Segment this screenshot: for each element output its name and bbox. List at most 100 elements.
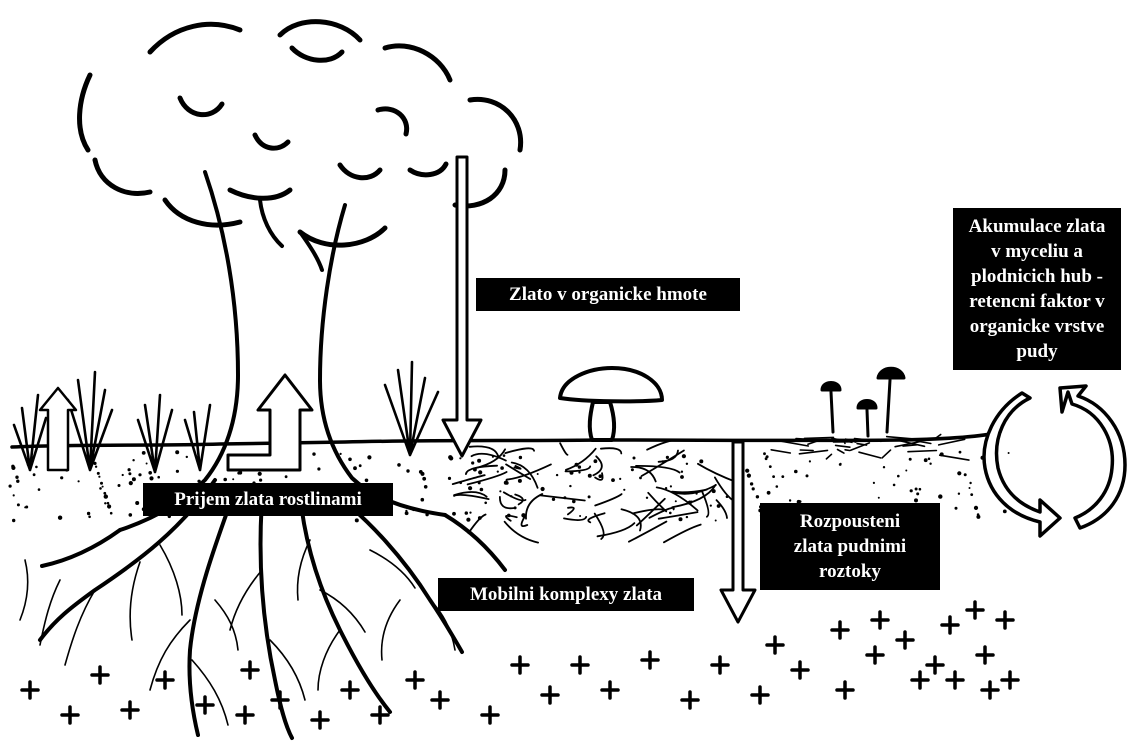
gold-particle-icon [642, 652, 658, 668]
soil-speck [878, 497, 880, 499]
soil-speck [149, 476, 153, 480]
gold-particle-icon [572, 657, 588, 673]
hypha [659, 512, 698, 519]
soil-speck [505, 481, 508, 484]
soil-speck [675, 500, 677, 502]
soil-speck [781, 475, 784, 478]
gold-particle-icon [942, 617, 958, 633]
gold-particle-icon [682, 692, 698, 708]
gold-particle-icon [977, 647, 993, 663]
tree-crown [80, 22, 521, 246]
soil-speck [24, 506, 26, 508]
soil-speck [929, 463, 931, 465]
hypha [564, 517, 586, 520]
label-dissolution-line-2: zlata pudnimi [770, 534, 930, 559]
hypha [844, 442, 845, 444]
label-plant-uptake: Prijem zlata rostlinami [143, 483, 393, 516]
soil-speck [92, 456, 94, 458]
hypha [664, 525, 701, 543]
soil-speck [348, 458, 352, 462]
hypha [500, 497, 514, 508]
soil-speck [13, 494, 15, 496]
soil-speck [745, 469, 749, 473]
gold-particle-icon [407, 672, 423, 688]
soil-speck [33, 473, 36, 476]
soil-speck [970, 493, 973, 496]
hypha [771, 450, 790, 453]
gold-particle-icon [927, 657, 943, 673]
soil-speck [873, 482, 875, 484]
hypha [845, 450, 850, 451]
soil-speck [477, 459, 481, 463]
soil-speck [588, 474, 592, 478]
gold-particle-icon [157, 672, 173, 688]
soil-speck [175, 450, 179, 454]
soil-speck [104, 502, 106, 504]
up-arrow-grass [40, 388, 76, 470]
hypha [836, 445, 850, 447]
soil-speck [465, 511, 468, 514]
gold-particle-icon [832, 622, 848, 638]
label-fungi-line-4: retencni faktor v [959, 289, 1115, 314]
soil-speck [715, 520, 717, 522]
soil-speck [893, 484, 896, 487]
soil-speck [27, 463, 30, 466]
soil-speck [666, 456, 669, 459]
soil-speck [459, 457, 461, 459]
soil-speck [681, 471, 683, 473]
soil-speck [421, 498, 425, 502]
soil-speck [317, 467, 320, 470]
gold-particle-icon [432, 692, 448, 708]
soil-speck [132, 459, 134, 461]
hypha [804, 437, 833, 438]
soil-speck [480, 488, 484, 492]
soil-speck [679, 517, 683, 521]
soil-speck [223, 478, 227, 482]
soil-speck [974, 506, 978, 510]
soil-speck [110, 512, 113, 515]
gold-particle-icon [752, 687, 768, 703]
soil-speck [422, 477, 426, 481]
soil-speck [355, 518, 359, 522]
soil-speck [16, 480, 19, 483]
soil-speck [138, 473, 141, 476]
soil-speck [99, 487, 102, 490]
gold-particle-icon [62, 707, 78, 723]
gold-particle-icon [1002, 672, 1018, 688]
label-fungi-accumulation: Akumulace zlata v myceliu a plodnicich h… [953, 208, 1121, 370]
soil-speck [497, 471, 499, 473]
soil-speck [928, 458, 931, 461]
ground-line [12, 432, 1000, 447]
hypha [859, 452, 881, 458]
hypha [526, 494, 542, 519]
soil-speck [772, 475, 775, 478]
soil-speck [623, 489, 625, 491]
soil-speck [670, 485, 672, 487]
soil-speck [100, 482, 103, 485]
soil-speck [1008, 452, 1010, 454]
label-fungi-line-6: pudy [959, 339, 1115, 364]
soil-speck [397, 463, 401, 467]
soil-speck [97, 472, 100, 475]
soil-speck [421, 472, 425, 476]
soil-speck [38, 488, 41, 491]
soil-speck [750, 482, 753, 485]
soil-speck [95, 466, 97, 468]
hypha [601, 448, 621, 453]
soil-speck [466, 518, 470, 522]
hypha [882, 450, 890, 458]
gold-particle-icon [237, 707, 253, 723]
hypha [593, 456, 602, 475]
soil-speck [710, 505, 712, 507]
hypha [826, 454, 831, 459]
soil-speck [499, 490, 501, 492]
hypha [908, 451, 936, 452]
soil-speck [90, 452, 93, 455]
gold-particle-icon [767, 637, 783, 653]
hypha [717, 500, 728, 518]
soil-speck [424, 485, 428, 489]
soil-speck [148, 471, 152, 475]
soil-speck [680, 475, 684, 479]
gold-particle-icon [792, 662, 808, 678]
